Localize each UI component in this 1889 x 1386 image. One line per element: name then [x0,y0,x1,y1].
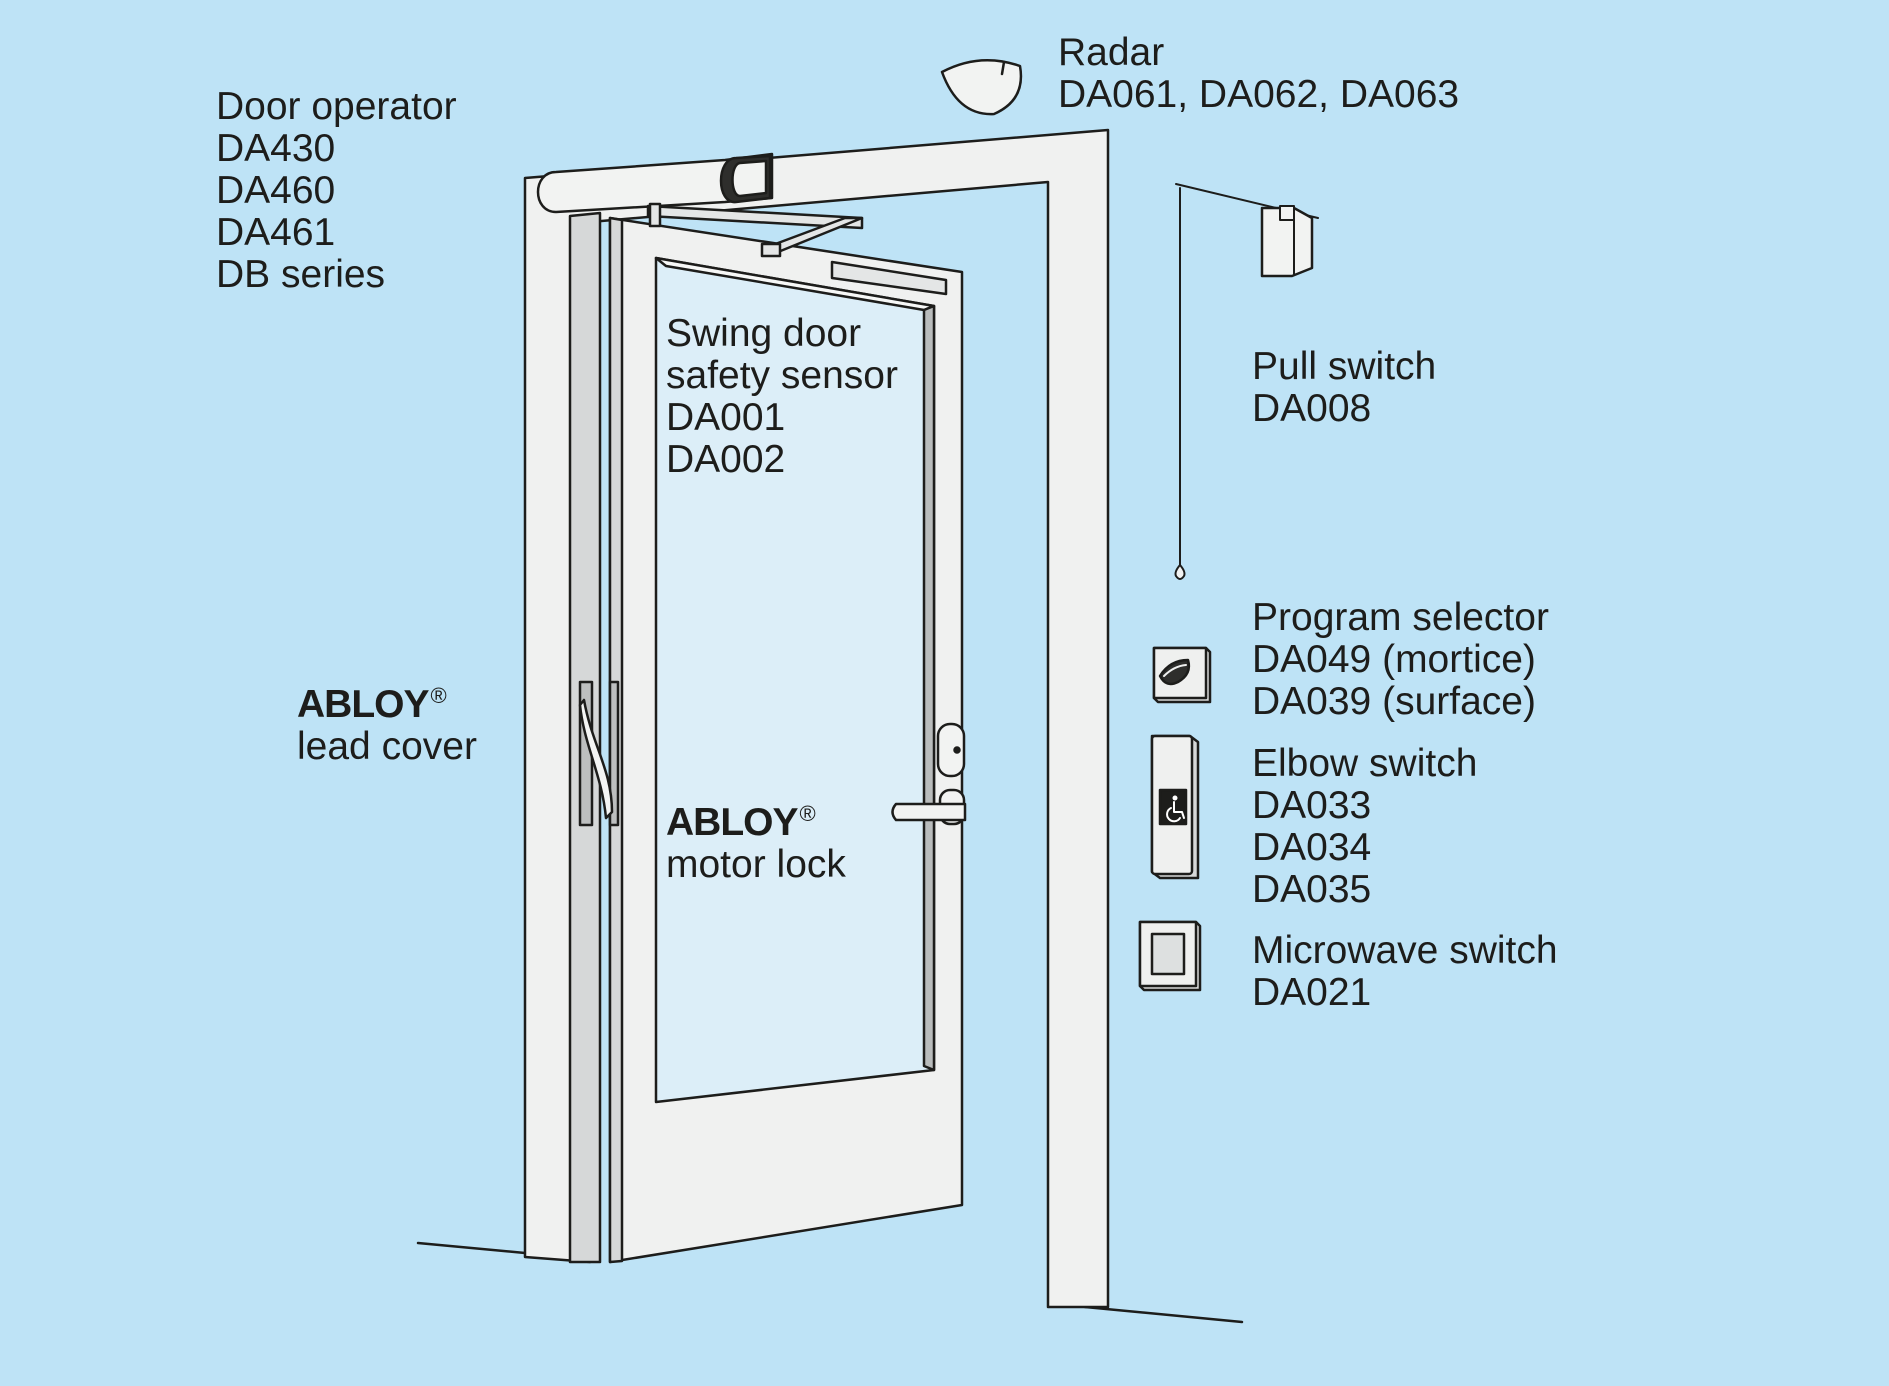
lead-cover [578,680,620,827]
program-selector-code-surface: DA039 (surface) [1252,680,1536,723]
door-leaf [608,216,964,1264]
elbow-switch-code-2: DA034 [1252,826,1372,869]
elbow-switch-title: Elbow switch [1252,742,1478,785]
microwave-switch-icon [1138,920,1202,992]
radar-codes: DA061, DA062, DA063 [1058,73,1460,116]
program-selector-icon [1152,646,1212,704]
door-operator-label: Door operator DA430 DA460 DA461 DB serie… [216,86,457,296]
microwave-switch-label: Microwave switch DA021 [1252,930,1558,1014]
elbow-switch-icon [1150,734,1200,880]
wheelchair-icon [1158,788,1188,826]
pull-switch-label: Pull switch DA008 [1252,346,1436,430]
elbow-switch-code-1: DA033 [1252,784,1372,827]
elbow-switch-code-3: DA035 [1252,868,1372,911]
pull-switch-title: Pull switch [1252,345,1437,388]
program-selector-label: Program selector DA049 (mortice) DA039 (… [1252,597,1549,723]
door-operator-code-2: DA460 [216,169,336,212]
door-operator-code-1: DA430 [216,127,336,170]
motor-lock-label: ABLOY® motor lock [666,793,846,886]
safety-sensor-code-1: DA001 [666,396,786,439]
floor-line-left [416,1241,527,1255]
microwave-switch-title: Microwave switch [1252,929,1558,972]
safety-sensor-code-2: DA002 [666,438,786,481]
operator-arm [646,202,864,258]
program-selector-title: Program selector [1252,596,1549,639]
door-operator [536,152,774,214]
door-operator-title: Door operator [216,85,457,128]
lead-cover-text: lead cover [297,725,477,768]
motor-lock-brand: ABLOY [666,801,798,844]
microwave-switch-code: DA021 [1252,971,1372,1014]
elbow-switch-label: Elbow switch DA033 DA034 DA035 [1252,743,1477,911]
safety-sensor-title-1: Swing door [666,312,862,355]
safety-sensor-title-2: safety sensor [666,354,898,397]
motor-lock-registered-mark: ® [799,801,816,826]
lead-cover-brand: ABLOY [297,683,429,726]
door-operator-code-3: DA461 [216,211,336,254]
floor-line-right [1083,1305,1244,1324]
door-operator-series: DB series [216,253,386,296]
motor-lock-text: motor lock [666,843,846,886]
pull-switch-code: DA008 [1252,387,1372,430]
safety-sensor-label: Swing door safety sensor DA001 DA002 [666,313,898,481]
safety-sensor [830,260,948,296]
lead-cover-registered-mark: ® [430,683,447,708]
motor-lock-hardware [891,722,967,826]
radar-label: Radar DA061, DA062, DA063 [1058,32,1459,116]
pull-switch-icon [1174,183,1319,580]
lead-cover-label: ABLOY® lead cover [297,675,477,768]
radar-icon [940,58,1023,116]
radar-title: Radar [1058,31,1165,74]
program-selector-code-mortice: DA049 (mortice) [1252,638,1536,681]
